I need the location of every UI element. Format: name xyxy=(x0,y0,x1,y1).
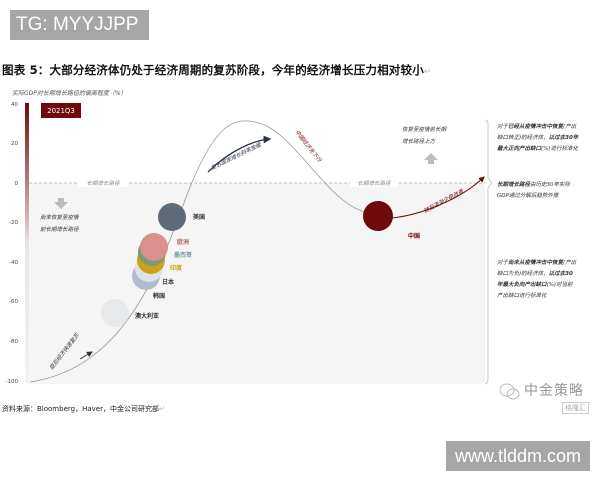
up-arrow-icon xyxy=(424,153,438,164)
china-up-arrow xyxy=(391,176,485,219)
svg-text:-60: -60 xyxy=(9,299,18,305)
watermark-bottom: www.tlddm.com xyxy=(446,441,590,471)
bubble-usa xyxy=(158,203,186,231)
brand-sub: 格隆汇 xyxy=(562,402,589,414)
below-path-region xyxy=(28,183,485,384)
figure-title-text: 图表 5：大部分经济体仍处于经济周期的复苏阶段，今年的经济增长压力相对较小 xyxy=(2,63,424,77)
annotation-slowing: 复苏国家增长斜率放缓 xyxy=(210,141,264,172)
reference-label-left: 长期增长路径 xyxy=(86,180,120,187)
source-text: 资料来源：Bloomberg，Haver，中金公司研究部 xyxy=(2,405,159,413)
side-note-3c: 年最大负向产出缺口(%)对当前 xyxy=(497,281,574,288)
y-axis-bar xyxy=(25,103,29,383)
annotation-above-2: 增长路径上方 xyxy=(402,138,437,145)
annotation-below-2: 前长期增长路径 xyxy=(40,226,79,233)
label-australia: 澳大利亚 xyxy=(135,312,159,320)
slowing-arrow xyxy=(207,135,272,173)
period-badge-text: 2021Q3 xyxy=(47,107,75,115)
side-note-2a: 长期增长路径由历史30年实际 xyxy=(497,181,571,188)
figure-title: 图表 5：大部分经济体仍处于经济周期的复苏阶段，今年的经济增长压力相对较小↵ xyxy=(2,62,432,78)
svg-text:-40: -40 xyxy=(9,260,18,266)
down-arrow-icon xyxy=(54,198,68,209)
watermark-top: TG: MYYJJPP xyxy=(10,10,149,40)
bubble-china xyxy=(363,201,393,231)
svg-text:0: 0 xyxy=(15,181,19,187)
label-usa: 美国 xyxy=(192,213,205,221)
svg-text:-100: -100 xyxy=(6,379,19,385)
svg-text:40: 40 xyxy=(11,102,18,108)
figure-source: 资料来源：Bloomberg，Haver，中金公司研究部↵ xyxy=(2,404,165,414)
period-badge xyxy=(41,103,81,118)
side-note-3d: 产出缺口进行标准化 xyxy=(497,292,548,299)
label-korea: 韩国 xyxy=(153,292,165,300)
cycle-curve xyxy=(29,120,379,383)
side-note-1c: 最大正向产出缺口(%)进行标准化 xyxy=(497,145,580,152)
bubble-europe xyxy=(140,233,168,261)
label-india: 印度 xyxy=(170,264,183,272)
label-china: 中国 xyxy=(408,232,420,240)
side-note-1b: 缺口转正)的经济体，以过去30年 xyxy=(497,134,580,141)
annotation-above-1: 恢复至疫情前长期 xyxy=(402,126,448,133)
label-europe: 欧洲 xyxy=(177,238,189,246)
y-axis-label: 实际GDP对长期增长路径的偏离程度（%） xyxy=(12,90,127,97)
chart: 40 20 0 -20 -40 -60 -80 -100 2021Q3 长期增长… xyxy=(6,102,580,385)
side-note-3b: 缺口为负)的经济体，以过去30 xyxy=(497,270,573,277)
y-ticks: 40 20 0 -20 -40 -60 -80 -100 xyxy=(6,102,19,385)
wechat-icon xyxy=(499,383,520,400)
side-note-2b: GDP通过分解后趋势外推 xyxy=(497,192,560,199)
svg-text:-20: -20 xyxy=(9,220,18,226)
side-note-1a: 对于已经从疫情冲击中恢复(产出 xyxy=(497,123,577,130)
side-note-3a: 对于尚未从疫情冲击中恢复(产出 xyxy=(497,259,577,266)
reference-label-right: 长期增长路径 xyxy=(357,180,391,187)
label-japan: 日本 xyxy=(162,278,175,286)
return-mark: ↵ xyxy=(423,67,432,77)
brand-name: 中金策略 xyxy=(524,383,584,399)
right-bracket xyxy=(484,119,493,385)
svg-text:20: 20 xyxy=(11,141,18,147)
svg-text:-80: -80 xyxy=(9,339,18,345)
recovery-arrow xyxy=(79,351,93,360)
brand-logo: 中金策略 格隆汇 xyxy=(496,378,600,418)
return-mark: ↵ xyxy=(158,405,165,413)
label-mexico: 墨西哥 xyxy=(174,251,192,259)
annotation-china-down: 中国经济先下行 xyxy=(293,129,323,165)
annotation-below-1: 尚未恢复至疫情 xyxy=(40,214,80,221)
bubble-australia xyxy=(101,299,129,327)
